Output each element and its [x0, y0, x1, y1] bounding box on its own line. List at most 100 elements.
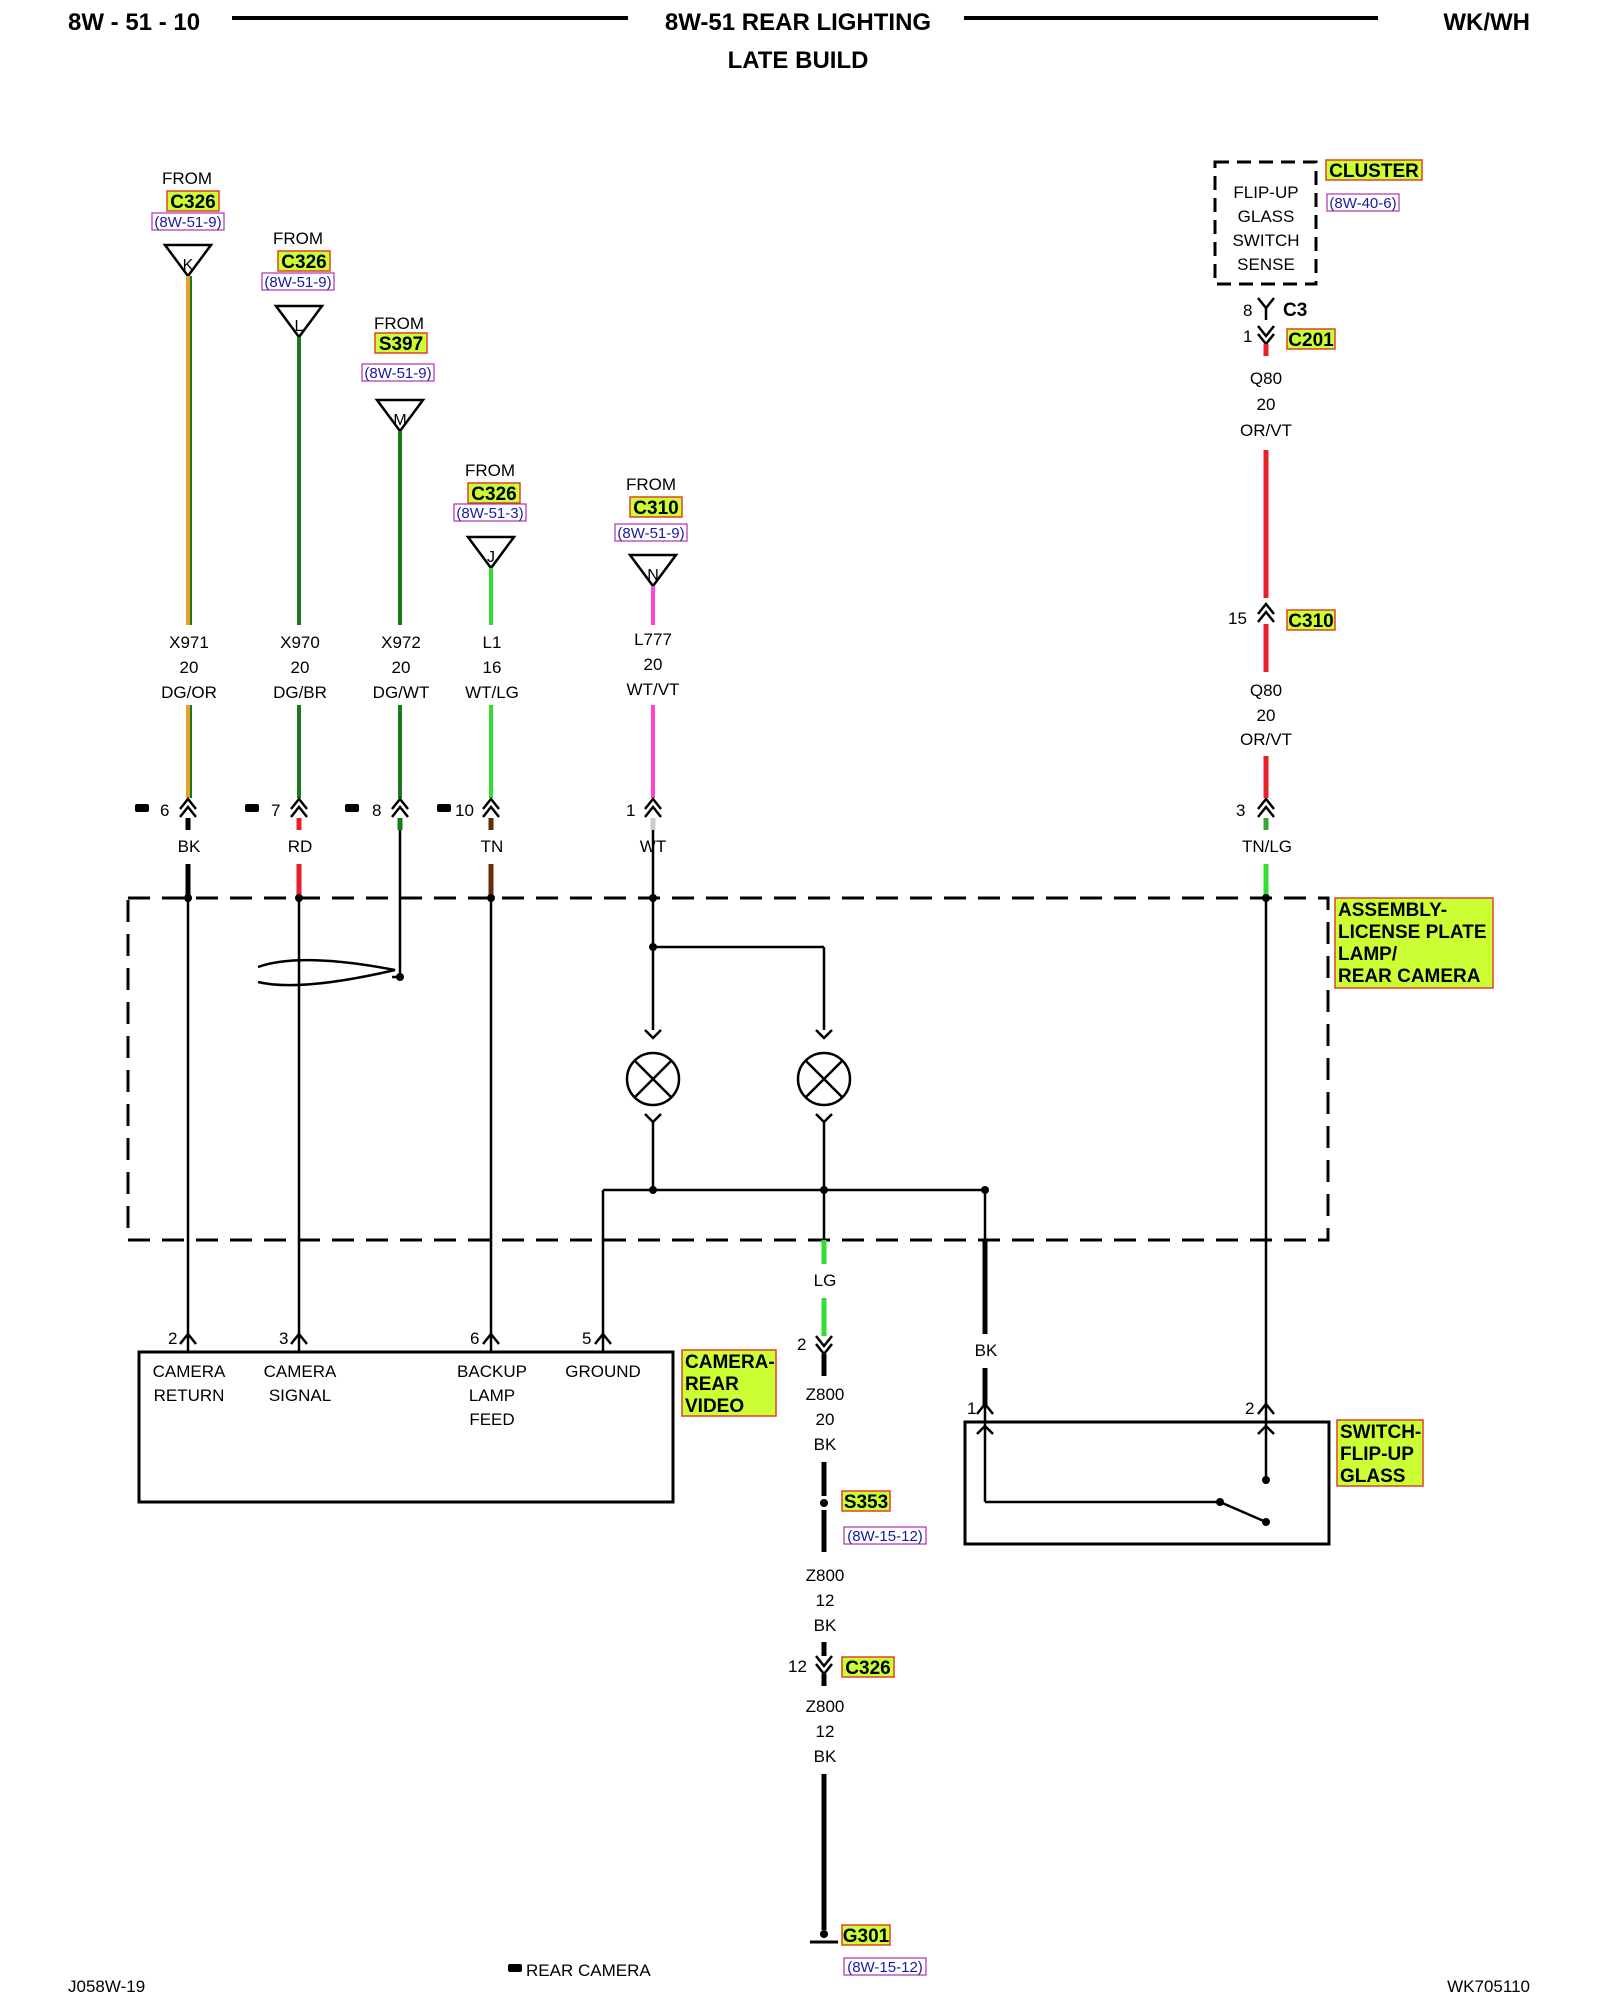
- page-ref[interactable]: (8W-51-3): [456, 505, 523, 522]
- pin-number: 6: [470, 1329, 479, 1348]
- page-ref[interactable]: (8W-51-9): [617, 525, 684, 542]
- page-ref[interactable]: (8W-40-6): [1329, 195, 1396, 212]
- wire-circuit: X971: [169, 633, 209, 652]
- page-ref[interactable]: (8W-51-9): [264, 274, 331, 291]
- camera-tag-line[interactable]: CAMERA-: [685, 1352, 775, 1373]
- wire-gauge: 20: [291, 658, 310, 677]
- pin-number: 1: [626, 801, 635, 820]
- splice-s353-tag[interactable]: S353: [844, 1492, 888, 1513]
- assembly-tag: ASSEMBLY- LICENSE PLATE LAMP/ REAR CAMER…: [1334, 897, 1494, 989]
- vehicle-code: WK/WH: [1443, 9, 1530, 36]
- page-ref[interactable]: (8W-51-9): [364, 365, 431, 382]
- connector-icon: [245, 804, 259, 812]
- ground-path: Z800 20 BK S353 (8W-15-12) Z800 12 BK 12…: [788, 1385, 927, 1976]
- switch-box: [963, 1420, 1331, 1546]
- ref-box: [843, 1957, 927, 1976]
- connector-c310[interactable]: C310: [1288, 611, 1333, 632]
- page-ref[interactable]: (8W-15-12): [847, 1528, 923, 1545]
- wire-gauge: 20: [180, 658, 199, 677]
- connector-tag-bg: [841, 1924, 891, 1946]
- camera-tag-line[interactable]: REAR: [685, 1374, 739, 1395]
- source-from: FROM: [273, 229, 323, 248]
- pin-label: RETURN: [154, 1386, 225, 1405]
- connector-tag-bg: [374, 332, 428, 354]
- switch-tag-line[interactable]: SWITCH-: [1340, 1422, 1421, 1443]
- connector-l-triangle: [273, 304, 325, 340]
- connector-j-triangle: [465, 535, 517, 571]
- cable-shield: [257, 958, 396, 987]
- cluster-line: GLASS: [1238, 207, 1295, 226]
- switch-contacts: [976, 1406, 1275, 1524]
- camera-tag-line[interactable]: VIDEO: [685, 1396, 744, 1417]
- source-j: FROM C326 (8W-51-3): [453, 461, 527, 522]
- pin-number: 12: [788, 1657, 807, 1676]
- assembly-tag-line[interactable]: LAMP/: [1338, 944, 1398, 965]
- connector-c3[interactable]: C3: [1283, 300, 1307, 321]
- source-l: FROM C326 (8W-51-9): [261, 229, 335, 291]
- triangle-letters: K L M J N: [183, 257, 659, 584]
- camera-pin-chevrons: [179, 1331, 612, 1352]
- wire-circuit: L777: [634, 630, 672, 649]
- connector-tag[interactable]: C310: [633, 498, 678, 519]
- connector-n-triangle: [627, 553, 679, 589]
- wire-circuit: Z800: [806, 1385, 845, 1404]
- pin-label: LAMP: [469, 1386, 515, 1405]
- connector-tag-bg: [277, 250, 331, 272]
- pin-number: 8: [372, 801, 381, 820]
- connector-c201[interactable]: C201: [1288, 330, 1334, 351]
- wire-gauge: 20: [644, 655, 663, 674]
- pin-color: RD: [288, 837, 313, 856]
- page-ref[interactable]: (8W-51-9): [154, 214, 221, 231]
- connector-tag-bg: [841, 1656, 895, 1678]
- splice-s353: [820, 1499, 828, 1507]
- pin-letter: M: [393, 412, 406, 429]
- page-subtitle: LATE BUILD: [728, 47, 869, 74]
- assembly-tag-line[interactable]: ASSEMBLY-: [1338, 900, 1447, 921]
- pin-label: FEED: [469, 1410, 514, 1429]
- wire-gauge: 20: [1257, 706, 1276, 725]
- connector-row: 6 7 8 10 1 3 BK RD TN WT TN/LG: [135, 796, 1292, 856]
- assembly-tag-line[interactable]: REAR CAMERA: [1338, 966, 1481, 987]
- switch-module: 1 2 SWITCH- FLIP-UP GLASS: [963, 1399, 1424, 1546]
- pin-number: 2: [1245, 1399, 1254, 1418]
- camera-tag-bg: [681, 1349, 777, 1417]
- connector-c326[interactable]: C326: [845, 1658, 890, 1679]
- wire-circuit: Z800: [806, 1566, 845, 1585]
- ground-g301[interactable]: G301: [843, 1926, 890, 1947]
- wire-color: DG/WT: [373, 683, 430, 702]
- source-k: FROM C326 (8W-51-9): [151, 169, 225, 231]
- connector-tag[interactable]: C326: [471, 484, 516, 505]
- connector-tag[interactable]: C326: [281, 252, 326, 273]
- pin-color: TN: [481, 837, 504, 856]
- pin-color: TN/LG: [1242, 837, 1292, 856]
- assembly-box: [126, 896, 1330, 1242]
- wire-color: WT/VT: [627, 680, 680, 699]
- switch-tag-line[interactable]: FLIP-UP: [1340, 1444, 1414, 1465]
- assembly-tag-line[interactable]: LICENSE PLATE: [1338, 922, 1487, 943]
- connector-icon: [345, 804, 359, 812]
- page-ref[interactable]: (8W-15-12): [847, 1959, 923, 1976]
- cluster-tag[interactable]: CLUSTER: [1329, 161, 1419, 182]
- wire-gauge: 20: [392, 658, 411, 677]
- switch-tag-bg: [1336, 1419, 1424, 1487]
- ref-box: [843, 1526, 927, 1545]
- lamp-right: [796, 1051, 852, 1107]
- connector-tag[interactable]: C326: [170, 192, 215, 213]
- wire-circuit: Q80: [1250, 681, 1282, 700]
- switch-tag-line[interactable]: GLASS: [1340, 1466, 1405, 1487]
- wire-circuit: X972: [381, 633, 421, 652]
- wire-circuit: Q80: [1250, 369, 1282, 388]
- wires-top: [186, 276, 655, 798]
- ref-box: [614, 523, 688, 542]
- connector-tag[interactable]: S397: [379, 334, 423, 355]
- connector-chevron: [1257, 297, 1275, 311]
- junction-dots: [184, 894, 1270, 1194]
- wire-stubs: [185, 818, 1269, 898]
- pin-number: 1: [967, 1399, 976, 1418]
- connector-icon: [135, 804, 149, 812]
- wire-gauge: 20: [816, 1410, 835, 1429]
- source-from: FROM: [374, 314, 424, 333]
- connector-m-triangle: [374, 398, 426, 434]
- pin-number: 8: [1243, 301, 1252, 320]
